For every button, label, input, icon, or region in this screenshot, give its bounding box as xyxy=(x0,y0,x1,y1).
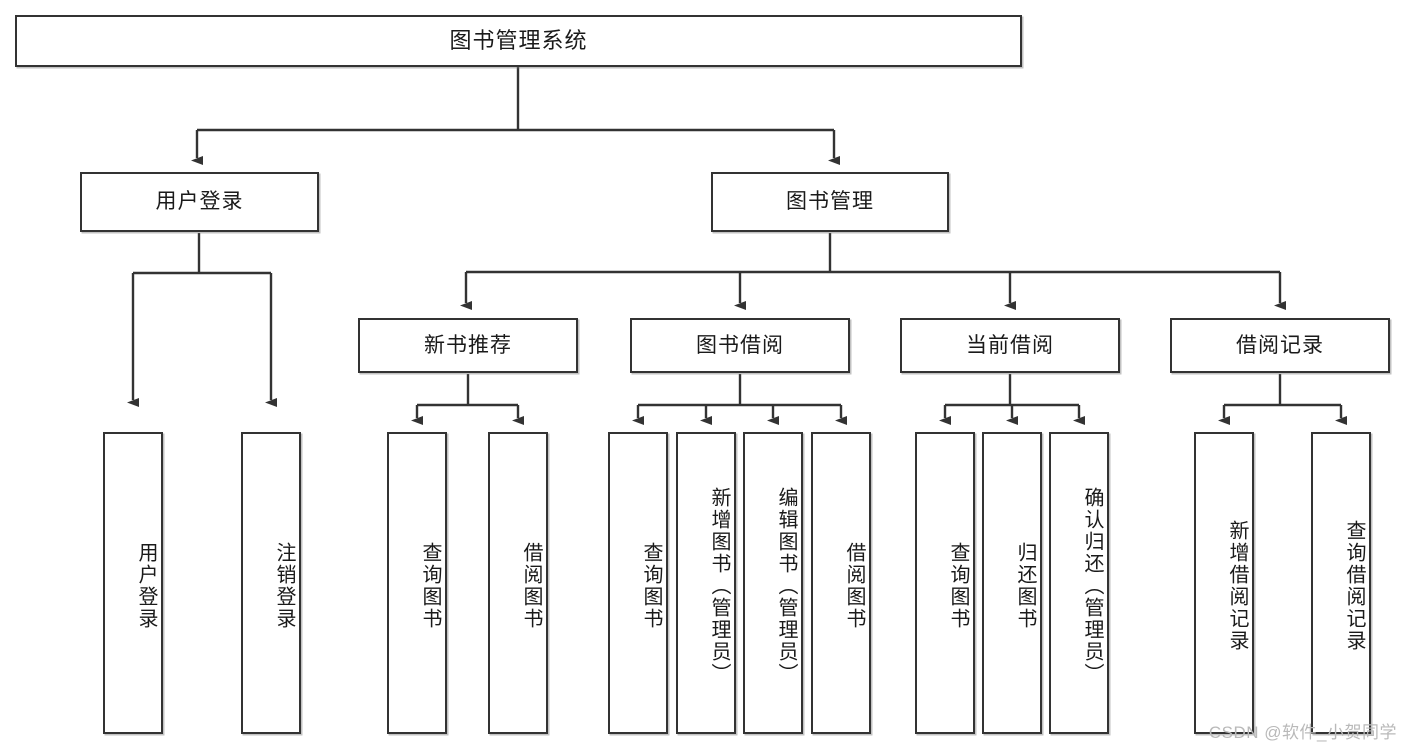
node-label: 新增图书（管理员） xyxy=(708,487,730,685)
node-leaf-query-book-1[interactable]: 查询图书 xyxy=(387,432,447,734)
node-label: 新增借阅记录 xyxy=(1226,520,1248,652)
node-leaf-query-book-2[interactable]: 查询图书 xyxy=(608,432,668,734)
node-label: 查询图书 xyxy=(947,542,969,630)
node-label: 确认归还（管理员） xyxy=(1081,487,1103,685)
node-leaf-return-book[interactable]: 归还图书 xyxy=(982,432,1042,734)
node-label: 注销登录 xyxy=(273,542,295,630)
node-user-login[interactable]: 用户登录 xyxy=(80,172,319,232)
node-label: 查询借阅记录 xyxy=(1343,520,1365,652)
node-label: 用户登录 xyxy=(135,542,157,630)
node-leaf-confirm-return[interactable]: 确认归还（管理员） xyxy=(1049,432,1109,734)
node-label: 查询图书 xyxy=(419,542,441,630)
node-borrow-record[interactable]: 借阅记录 xyxy=(1170,318,1390,373)
node-book-borrow[interactable]: 图书借阅 xyxy=(630,318,850,373)
node-label: 借阅图书 xyxy=(520,542,542,630)
node-leaf-query-book-3[interactable]: 查询图书 xyxy=(915,432,975,734)
node-leaf-edit-book[interactable]: 编辑图书（管理员） xyxy=(743,432,803,734)
node-label: 编辑图书（管理员） xyxy=(775,487,797,685)
node-book-manage[interactable]: 图书管理 xyxy=(711,172,949,232)
node-leaf-borrow-book-1[interactable]: 借阅图书 xyxy=(488,432,548,734)
node-label: 查询图书 xyxy=(640,542,662,630)
node-leaf-user-login[interactable]: 用户登录 xyxy=(103,432,163,734)
node-leaf-borrow-book-2[interactable]: 借阅图书 xyxy=(811,432,871,734)
node-label: 借阅图书 xyxy=(843,542,865,630)
watermark: CSDN @软件_小贺同学 xyxy=(1208,723,1397,742)
node-leaf-query-record[interactable]: 查询借阅记录 xyxy=(1311,432,1371,734)
node-leaf-add-record[interactable]: 新增借阅记录 xyxy=(1194,432,1254,734)
node-leaf-logout[interactable]: 注销登录 xyxy=(241,432,301,734)
node-current-borrow[interactable]: 当前借阅 xyxy=(900,318,1120,373)
node-label: 归还图书 xyxy=(1014,542,1036,630)
node-leaf-add-book[interactable]: 新增图书（管理员） xyxy=(676,432,736,734)
node-root[interactable]: 图书管理系统 xyxy=(15,15,1022,67)
node-new-book-rec[interactable]: 新书推荐 xyxy=(358,318,578,373)
